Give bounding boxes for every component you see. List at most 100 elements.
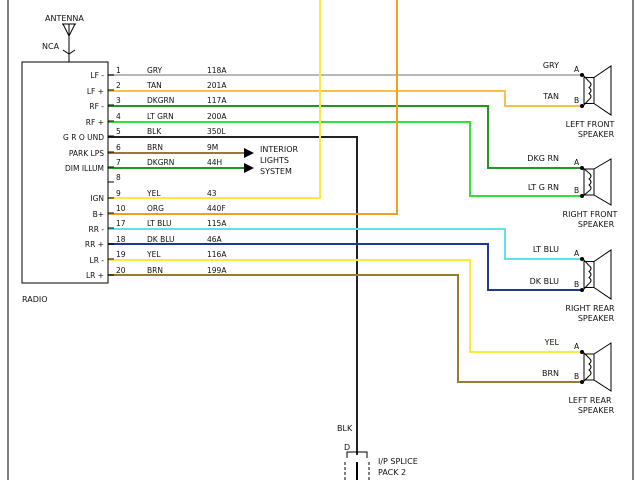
splice-letter: D [344,443,350,452]
interior-lights-line1: INTERIOR [260,145,299,154]
wire-color-label: ORG [147,204,164,213]
wire-ltblu-rr-minus [108,228,583,260]
radio-pin-number: 7 [116,158,121,167]
speaker-coil [588,81,592,100]
wire-yel-lr-minus [108,259,583,353]
speaker-wire-a-label: GRY [543,61,559,70]
terminal-b-label: B [574,280,579,289]
speaker-cone-icon [593,65,612,116]
circuit-number-label: 116A [207,250,227,259]
radio-pin-number: 3 [116,96,121,105]
radio-pin-number: 19 [116,250,126,259]
speaker-name-line2: SPEAKER [578,220,615,229]
radio-pin-label: RF + [86,118,104,127]
arrow-park-lps [244,148,254,158]
terminal-b-dot [580,288,584,292]
wire-dkblu-rr-plus [108,243,583,291]
wire-color-label: DK BLU [147,235,175,244]
radio-pin-label: RR + [85,240,104,249]
antenna-label: ANTENNA [45,14,84,23]
radio-pin-number: 18 [116,235,126,244]
circuit-number-label: 440F [207,204,226,213]
speaker-wire-b-label: DK BLU [530,277,559,286]
wire-blk-ground [108,136,358,455]
speaker-wire-b-label: TAN [542,92,559,101]
circuit-number-label: 350L [207,127,226,136]
terminal-a-label: A [574,249,580,258]
circuit-number-label: 201A [207,81,227,90]
wire-color-label: BRN [147,266,163,275]
wire-brn-lr-plus [108,274,583,383]
wire-color-label: BLK [147,127,162,136]
radio-label: RADIO [22,295,48,304]
speaker-name-line1: RIGHT REAR [565,304,615,313]
radio-pin-label: LF + [87,87,104,96]
radio-pin-number: 8 [116,173,121,182]
radio-pin-label: B+ [93,210,104,219]
terminal-a-dot [580,350,584,354]
speaker-name-line2: SPEAKER [578,314,615,323]
wire-dkgrn-rf-minus [108,105,583,169]
speaker-name-line2: SPEAKER [578,130,615,139]
arrow-dim-illum [244,163,254,173]
radio-pin-label: IGN [90,194,104,203]
nca-label: NCA [42,42,60,51]
speaker-wire-b-label: LT G RN [528,183,559,192]
circuit-number-label: 44H [207,158,222,167]
speaker-wire-a-label: YEL [544,338,560,347]
terminal-a-label: A [574,158,580,167]
terminal-b-dot [580,104,584,108]
circuit-number-label: 117A [207,96,227,105]
terminal-b-dot [580,380,584,384]
wire-tan-lf-plus [108,90,583,107]
speaker-wire-b-label: BRN [542,369,559,378]
wire-org-b-plus [108,0,398,215]
radio-pin-number: 2 [116,81,121,90]
interior-lights-line3: SYSTEM [260,167,292,176]
radio-pin-number: 9 [116,189,121,198]
wire-color-label: YEL [146,189,161,198]
terminal-b-label: B [574,96,579,105]
speaker-name-line2: SPEAKER [578,406,615,415]
radio-pin-number: 1 [116,66,121,75]
terminal-a-lead [582,167,590,174]
radio-pin-label: LF - [90,71,104,80]
ground-wire-label: BLK [337,424,353,433]
terminal-a-dot [580,257,584,261]
wires [108,0,583,455]
wire-color-label: YEL [146,250,161,259]
circuit-number-label: 200A [207,112,227,121]
radio-pin-label: RR - [88,225,104,234]
speaker-name-line1: LEFT FRONT [566,120,615,129]
radio-pin-label: LR + [86,271,104,280]
radio-box [21,61,109,284]
speaker-coil [588,172,592,192]
terminal-a-lead [582,74,590,82]
terminal-a-label: A [574,342,580,351]
radio-pin-label: RF - [89,102,104,111]
speaker-name-line1: LEFT REAR [568,396,611,405]
splice-label-line2: PACK 2 [378,468,406,477]
terminal-a-dot [580,73,584,77]
wire-color-label: GRY [147,66,163,75]
speaker-cone-icon [593,158,612,206]
circuit-number-label: 199A [207,266,227,275]
terminal-b-lead [582,99,590,107]
terminal-b-lead [582,190,590,197]
radio-pin-number: 17 [116,219,126,228]
radio-pin-label: G R O UND [63,133,104,142]
terminal-a-lead [582,258,590,266]
terminal-a-lead [582,351,590,359]
speaker-coil [588,357,592,377]
terminal-b-lead [582,283,590,291]
wire-color-label: BRN [147,143,163,152]
speaker-coil [588,265,592,284]
radio-pin-number: 6 [116,143,121,152]
circuit-number-label: 46A [207,235,223,244]
circuit-number-label: 9M [207,143,218,152]
circuit-number-label: 43 [207,189,217,198]
